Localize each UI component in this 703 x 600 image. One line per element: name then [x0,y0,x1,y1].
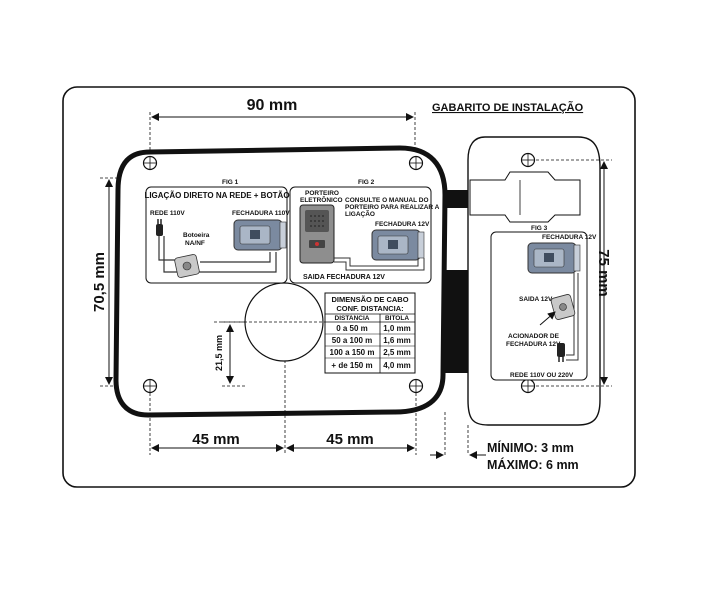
strike-hole-top [520,152,536,168]
fig1-botoeira-label-2: NA/NF [185,240,205,247]
bottom-left-dimension-label: 45 mm [192,431,240,448]
height-right-dimension-label: 75 mm [595,249,612,297]
fig1-fechadura-label: FECHADURA 110V [232,210,290,217]
fig3-label: FIG 3 [531,225,548,232]
mounting-hole-bottom-left [142,378,158,394]
cable-table-row-1-gauge: 1,0 mm [383,324,411,333]
fig1-pushbutton-icon [174,254,200,278]
center-offset-dimension-label: 21,5 mm [214,335,224,371]
cable-table-header-gauge: BITOLA [385,315,409,322]
cable-table-row-4-gauge: 4,0 mm [383,361,411,370]
fig2-wiring [334,257,425,271]
fig2-intercom-icon [299,204,335,264]
template-title: GABARITO DE INSTALAÇÃO [432,101,584,114]
strike-latch-receiver [469,171,581,223]
fig2-porteiro-label-2: ELETRÔNICO [300,195,343,204]
cable-table-row-2-gauge: 1,6 mm [383,336,411,345]
cable-table [324,292,416,374]
fig1-label: FIG 1 [222,179,239,186]
fig2-porteiro-label-1: PORTEIRO [305,190,339,197]
fig3-lock-icon [527,242,581,274]
cable-table-header-distance: DISTANCIA [335,315,370,322]
fig2-note-line-2: PORTEIRO PARA REALIZAR A [345,204,440,211]
cable-table-row-3-distance: 100 a 150 m [330,348,375,357]
fig2-label: FIG 2 [358,179,375,186]
fig3-acionador-label-1: ACIONADOR DE [508,333,560,340]
fig3-fechadura-label: FECHADURA 12V [542,234,597,241]
cable-table-row-2-distance: 50 a 100 m [332,336,372,345]
cable-table-title-1: DIMENSÃO DE CABO [331,295,408,304]
fig3-rede-label: REDE 110V OU 220V [510,372,574,379]
cable-table-row-3-gauge: 2,5 mm [383,348,411,357]
cable-table-row-4-distance: + de 150 m [331,361,372,370]
fig3-wiring [566,273,579,361]
fig2-note-line-3: LIGAÇÃO [345,209,375,218]
minimum-thickness-label: MÍNIMO: 3 mm [487,440,574,455]
mounting-hole-top-right [408,155,424,171]
fig3-pointer-arrow [539,311,556,326]
fig3-power-plug-icon [557,343,565,362]
width-dimension-label: 90 mm [247,97,298,114]
height-left-dimension-label: 70,5 mm [91,252,108,312]
fig2-note-line-1: CONSULTE O MANUAL DO [345,197,429,204]
fig1-power-plug-icon [156,219,163,236]
strike-hole-bottom [520,378,536,394]
fig1-title: LIGAÇÃO DIRETO NA REDE + BOTÃO [144,191,289,200]
fig1-wiring [158,236,277,273]
cable-table-title-2: CONF. DISTANCIA: [336,304,403,313]
fig2-saida-label: SAIDA FECHADURA 12V [303,274,385,281]
cable-table-row-1-distance: 0 a 50 m [336,324,368,333]
fig2-fechadura-label: FECHADURA 12V [375,221,430,228]
fig1-rede-label: REDE 110V [150,210,185,217]
fig1-botoeira-label-1: Botoeira [183,232,210,239]
fig1-lock-icon [233,219,287,251]
fig3-saida-label: SAIDA 12V [519,296,553,303]
maximum-thickness-label: MÁXIMO: 6 mm [487,457,579,472]
mounting-hole-top-left [142,155,158,171]
fig3-actuator-icon [550,294,576,320]
mounting-hole-bottom-right [408,378,424,394]
fig2-lock-icon [371,229,425,261]
bottom-right-dimension-label: 45 mm [326,431,374,448]
fig3-acionador-label-2: FECHADURA 12V [506,341,561,348]
